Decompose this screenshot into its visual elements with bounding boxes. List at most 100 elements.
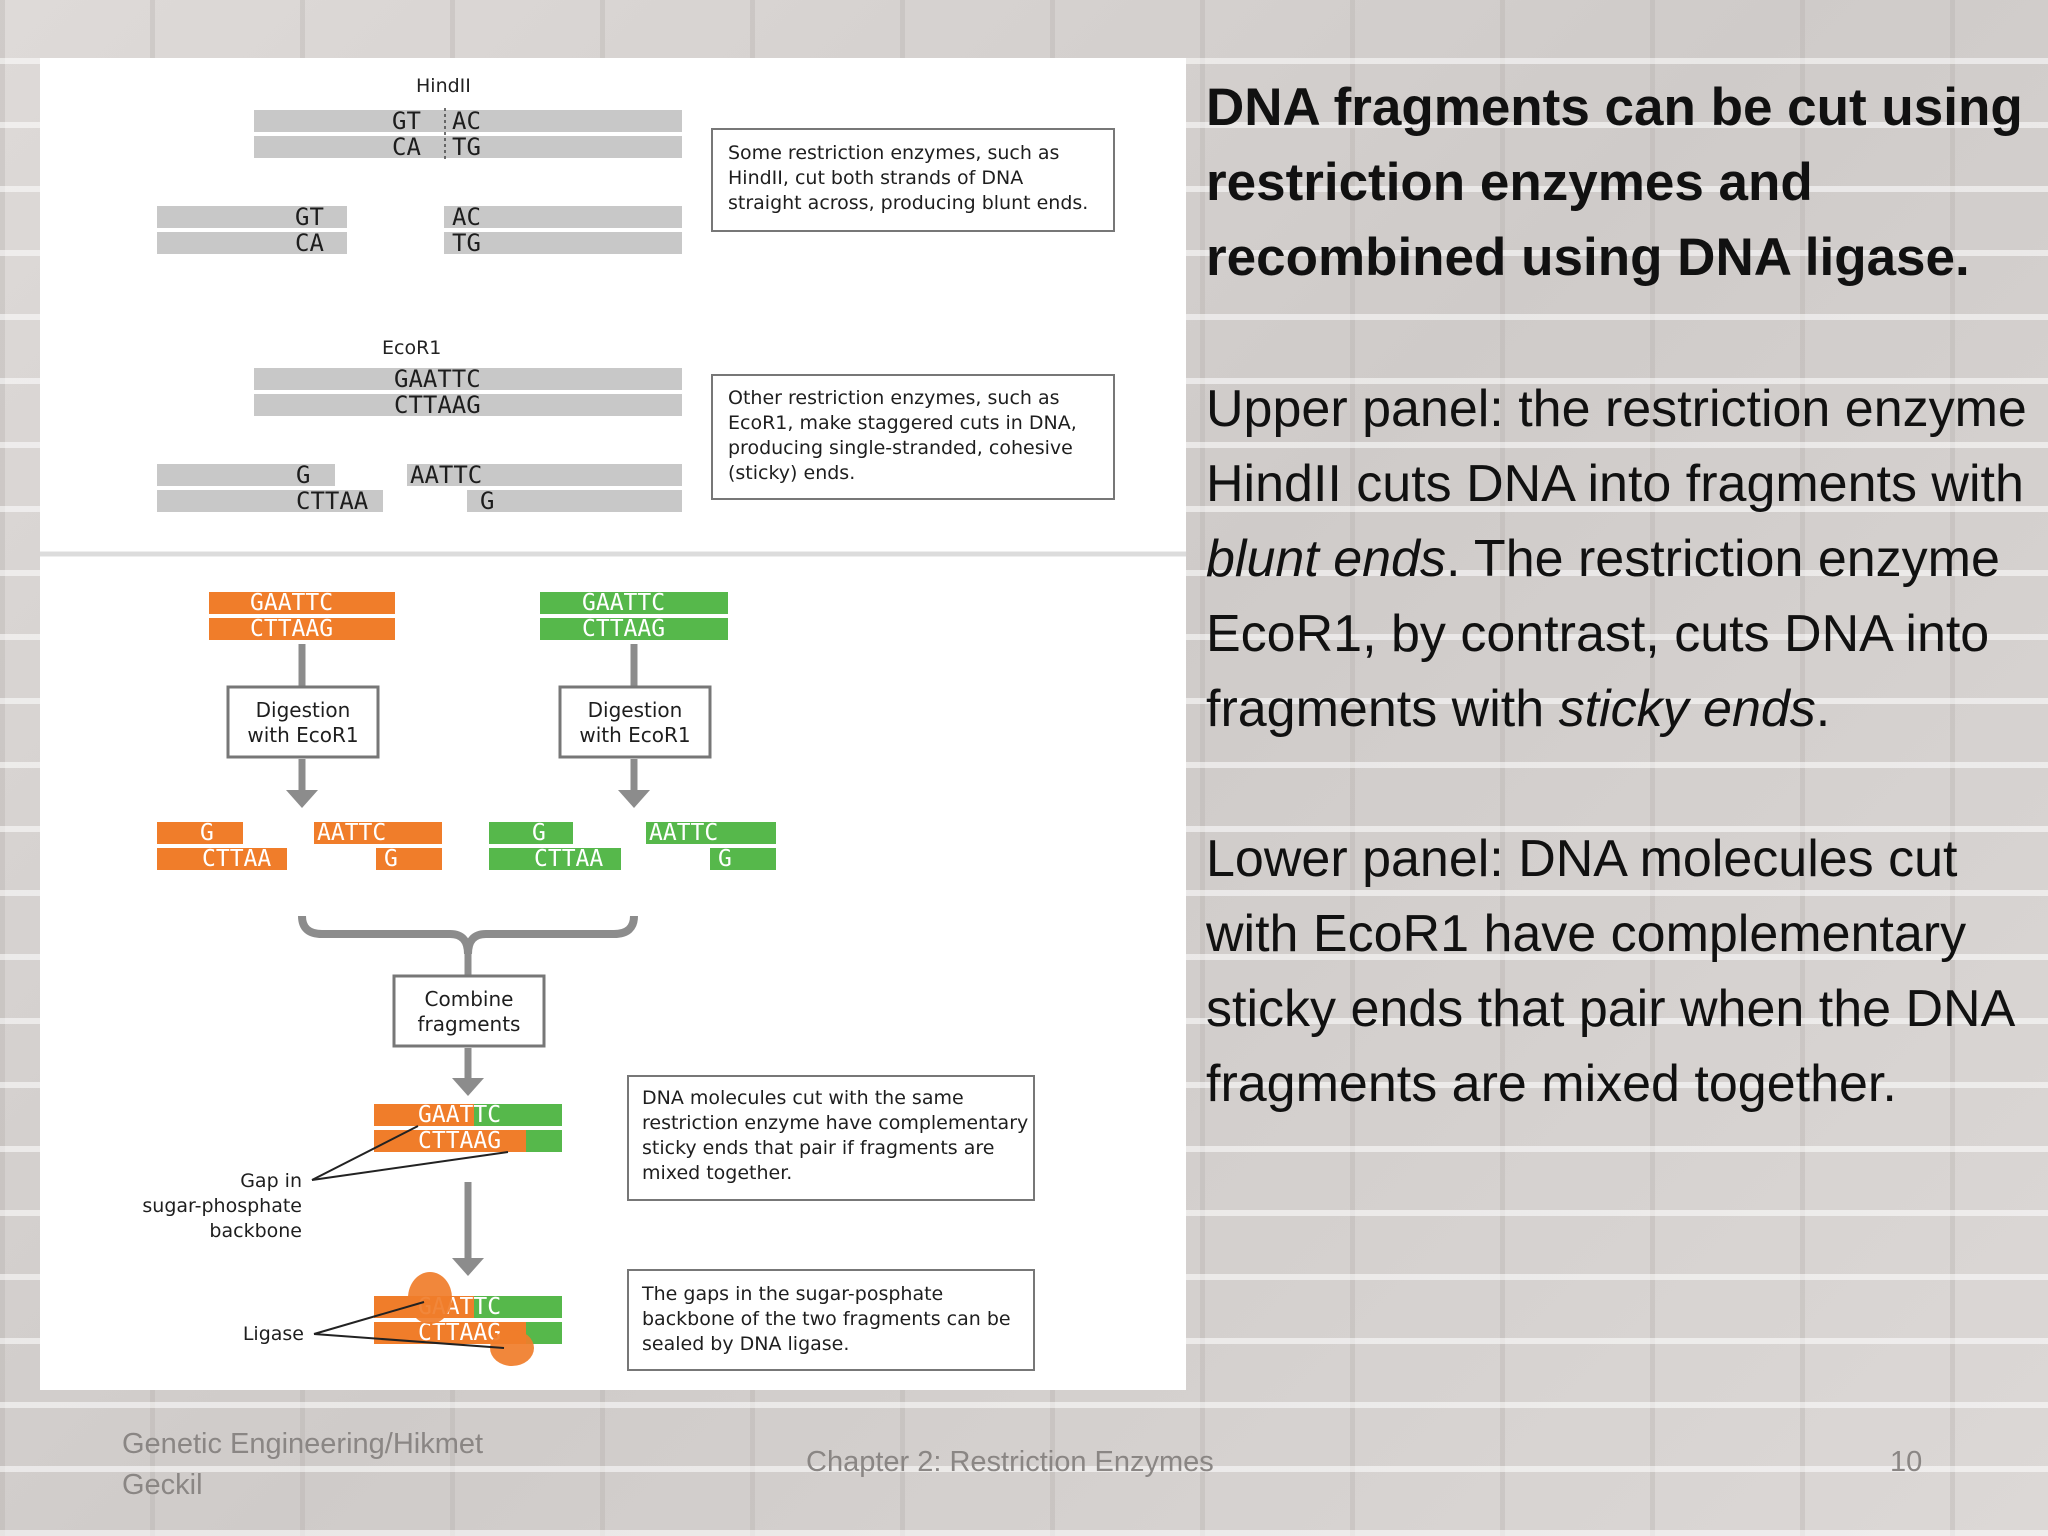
pair-note-line-3: sticky ends that pair if fragments are	[642, 1137, 994, 1159]
hindii-strand-bottom	[254, 136, 682, 158]
ecor1-strand-top	[254, 368, 682, 390]
orange-frag-left-bottom	[157, 848, 287, 870]
joined-orange-top	[374, 1104, 474, 1126]
ecor1-note-line-2: EcoR1, make staggered cuts in DNA,	[728, 412, 1077, 434]
ecor1-label: EcoR1	[382, 337, 441, 359]
ligase-note-line-2: backbone of the two fragments can be	[642, 1308, 1011, 1330]
joined-green-bottom	[526, 1130, 562, 1152]
sealed-seq-bottom: CTTAAG	[418, 1320, 501, 1346]
orange-seq-bottom: CTTAAG	[250, 616, 333, 642]
hindii-seq-top-right: AC	[452, 107, 481, 135]
green-dna-bottom	[540, 618, 728, 640]
orange-frag-cttaa: CTTAA	[202, 846, 271, 872]
slide-text-panel: DNA fragments can be cut using restricti…	[1206, 70, 2036, 1122]
ligase-enzyme-shape-2	[490, 1330, 534, 1366]
footer-chapter: Chapter 2: Restriction Enzymes	[806, 1446, 1214, 1478]
hindii-seq-bottom-right: TG	[452, 133, 481, 161]
ecor1-frag-seq-top-right: AATTC	[410, 461, 482, 489]
combine-line-1: Combine	[425, 987, 514, 1011]
ligase-label: Ligase	[243, 1323, 304, 1345]
orange-frag-g: G	[200, 820, 214, 846]
slide-number: 10	[1890, 1446, 1923, 1478]
sticky-ends-term: sticky ends	[1558, 680, 1816, 738]
ecor1-note-line-3: producing single-stranded, cohesive	[728, 437, 1073, 459]
ecor1-frag-left-bottom	[157, 490, 383, 512]
hindii-frag-left-bottom	[157, 232, 347, 254]
green-frag-g2: G	[718, 846, 732, 872]
joined-green-top	[474, 1104, 562, 1126]
gap-pointer-top	[311, 1125, 419, 1181]
digest-right-arrowhead	[618, 790, 650, 808]
ecor1-seq-top: GAATTC	[394, 365, 481, 393]
upper-desc-part-2: . The restriction enzyme EcoR1, by contr…	[1206, 530, 2000, 738]
green-frag-aattc: AATTC	[649, 820, 718, 846]
ecor1-note-box	[711, 374, 1115, 500]
green-frag-left-top	[489, 822, 573, 844]
ecor1-frag-seq-top-left: G	[296, 461, 310, 489]
upper-desc-part-1: Upper panel: the restriction enzyme Hind…	[1206, 380, 2027, 513]
digest-left-line-1: Digestion	[256, 698, 351, 722]
orange-frag-left-top	[157, 822, 243, 844]
orange-frag-right-top	[314, 822, 442, 844]
digest-right-line-1: Digestion	[588, 698, 683, 722]
ligase-note-line-1: The gaps in the sugar-posphate	[641, 1283, 943, 1305]
ligase-pointer-top	[313, 1301, 425, 1335]
sealed-orange-bottom	[374, 1322, 526, 1344]
digest-right-line-2: with EcoR1	[579, 723, 690, 747]
lower-panel-description: Lower panel: DNA molecules cut with EcoR…	[1206, 830, 2013, 1113]
ecor1-frag-left-top	[157, 464, 335, 486]
joined-orange-bottom	[374, 1130, 526, 1152]
digest-left-line-2: with EcoR1	[247, 723, 358, 747]
combine-box	[392, 974, 546, 1048]
hindii-frag-left-top	[157, 206, 347, 228]
pair-note-box	[627, 1075, 1035, 1201]
gap-pointer-bottom	[311, 1151, 509, 1181]
sealed-green-top	[474, 1296, 562, 1318]
hindii-seq-top-left: GT	[392, 107, 421, 135]
joined-seq-top: GAATTC	[418, 1102, 501, 1128]
hindii-label: HindII	[416, 75, 471, 97]
orange-dna-top	[209, 592, 395, 614]
green-frag-right-top	[646, 822, 776, 844]
green-frag-g: G	[532, 820, 546, 846]
hindii-note-line-3: straight across, producing blunt ends.	[728, 192, 1088, 214]
upper-desc-part-3: .	[1815, 680, 1831, 738]
green-frag-left-bottom	[489, 848, 621, 870]
sealed-green-bottom	[526, 1322, 562, 1344]
ligase-note-box	[627, 1269, 1035, 1371]
hindii-frag-seq-top-right: AC	[452, 203, 481, 231]
gap-label-line-3: backbone	[209, 1220, 302, 1242]
pair-note-line-4: mixed together.	[642, 1162, 792, 1184]
gap-label-line-1: Gap in	[240, 1170, 302, 1192]
combine-bracket	[298, 915, 638, 955]
hindii-strand-top	[254, 110, 682, 132]
green-dna-top	[540, 592, 728, 614]
ligase-enzyme-shape-1	[408, 1272, 452, 1324]
hindii-frag-seq-bottom-left: CA	[295, 229, 324, 257]
pair-note-line-1: DNA molecules cut with the same	[642, 1087, 964, 1109]
green-seq-top: GAATTC	[582, 590, 665, 616]
ecor1-frag-right-bottom	[467, 490, 682, 512]
combine-line-2: fragments	[418, 1012, 521, 1036]
ecor1-note-line-1: Other restriction enzymes, such as	[728, 387, 1060, 409]
gap-label-line-2: sugar-phosphate	[142, 1195, 302, 1217]
ligase-note-line-3: sealed by DNA ligase.	[642, 1333, 849, 1355]
slide-heading: DNA fragments can be cut using restricti…	[1206, 78, 2023, 287]
upper-panel: HindII GT AC CA TG GT CA AC TG Some rest…	[157, 75, 1115, 515]
hindii-note-box	[711, 128, 1115, 232]
ligase-arrowhead	[452, 1258, 484, 1276]
digest-left-arrowhead	[286, 790, 318, 808]
ecor1-frag-seq-bottom-right: G	[480, 487, 494, 515]
hindii-frag-right-bottom	[444, 232, 682, 254]
ecor1-note-line-4: (sticky) ends.	[728, 462, 855, 484]
ecor1-frag-right-top	[407, 464, 682, 486]
ecor1-seq-bottom: CTTAAG	[394, 391, 481, 419]
digest-left-box	[226, 685, 380, 759]
digest-right-box	[558, 685, 712, 759]
orange-frag-right-bottom	[376, 848, 442, 870]
orange-frag-aattc: AATTC	[317, 820, 386, 846]
hindii-seq-bottom-left: CA	[392, 133, 421, 161]
orange-seq-top: GAATTC	[250, 590, 333, 616]
hindii-frag-seq-bottom-right: TG	[452, 229, 481, 257]
green-frag-cttaa: CTTAA	[534, 846, 603, 872]
